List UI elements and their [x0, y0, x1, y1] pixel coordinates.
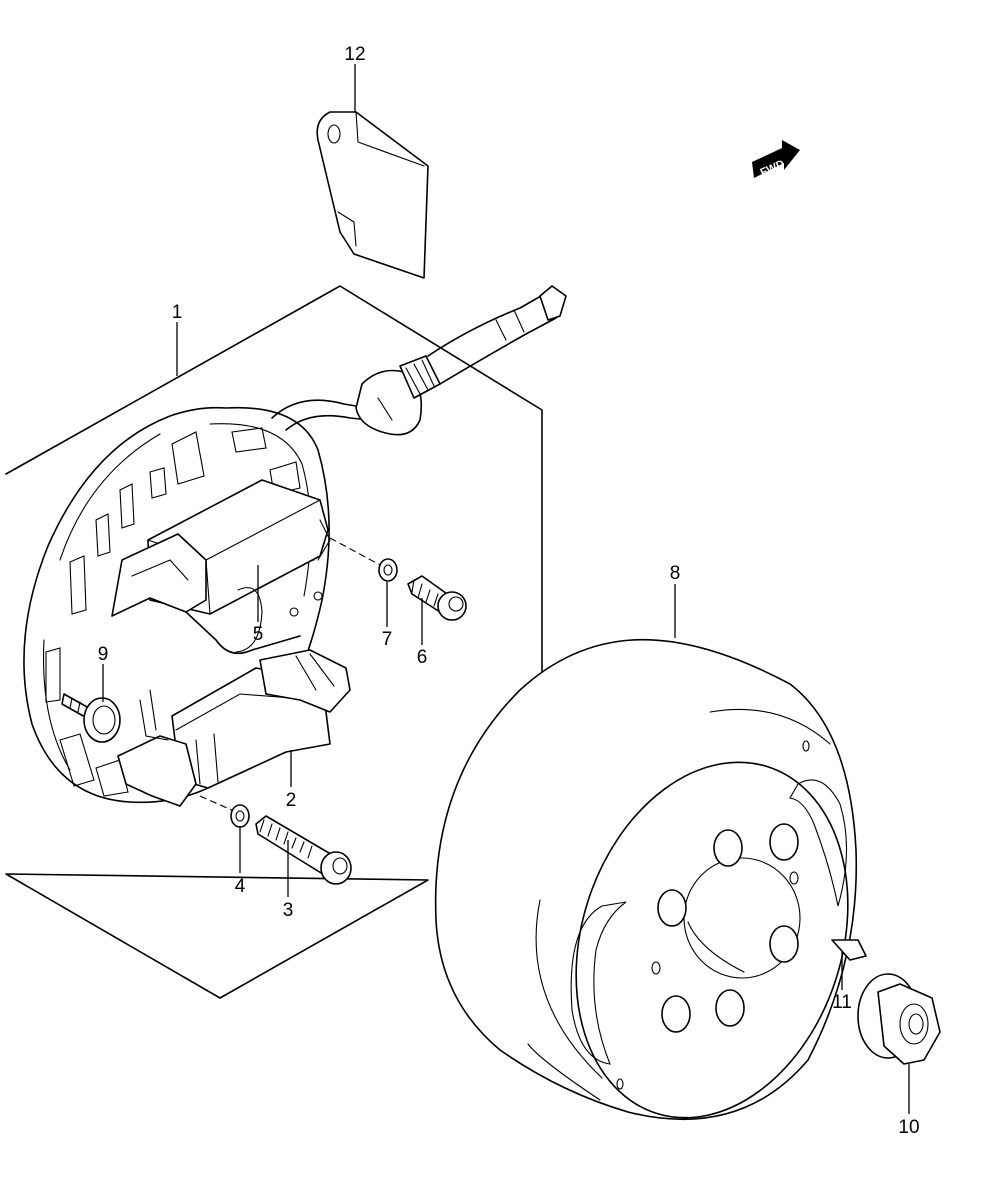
fwd-badge: FWD: [752, 140, 800, 179]
callout-10: 10: [898, 1117, 919, 1138]
callout-5: 5: [253, 624, 264, 645]
part-7-washer: [378, 558, 398, 582]
callout-3: 3: [283, 900, 294, 921]
wire-harness: [271, 285, 567, 436]
callout-4: 4: [235, 876, 246, 897]
callout-9: 9: [98, 644, 109, 665]
part-12-bracket: [316, 111, 429, 279]
callout-6: 6: [417, 647, 428, 668]
leader-lines: [102, 64, 910, 1114]
part-2-coil: [117, 649, 351, 807]
part-11-key: [831, 939, 867, 961]
part-3-bolt: [255, 815, 352, 885]
callout-1: 1: [172, 302, 183, 323]
callout-7: 7: [382, 629, 393, 650]
part-9-screw: [61, 693, 121, 743]
part-6-bolt: [407, 575, 467, 621]
part-5-coil: [111, 479, 331, 655]
callout-2: 2: [286, 790, 297, 811]
part-4-washer: [230, 804, 250, 828]
callout-12: 12: [344, 44, 365, 65]
callout-labels: 12 1 5 7 6 8 9 2 4 3 11 10: [98, 44, 920, 1138]
callout-8: 8: [670, 563, 681, 584]
part-8-flywheel: [434, 638, 858, 1121]
callout-11: 11: [832, 992, 852, 1013]
forward-arrow-icon: [752, 140, 800, 178]
part-10-nut: [857, 973, 941, 1065]
